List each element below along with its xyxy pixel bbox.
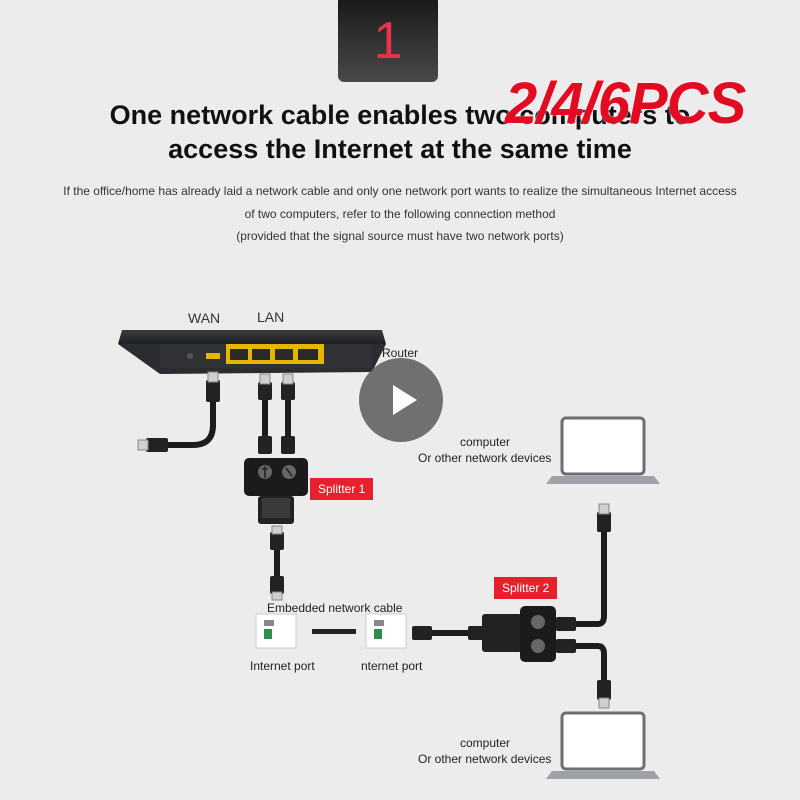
- headline-line-1: One network cable enables two computers …: [109, 100, 691, 130]
- laptop-icon: [546, 416, 660, 484]
- rj45-connector-icon: [258, 373, 295, 454]
- embedded-cable-line: [312, 629, 356, 634]
- rj45-connector-icon: [556, 503, 611, 709]
- lan-label: LAN: [257, 309, 285, 325]
- computer-bottom-line-2: Or other network devices: [418, 752, 552, 766]
- wan-cable: [165, 397, 216, 448]
- laptop-icon: [546, 711, 660, 779]
- computer-top-line-2: Or other network devices: [418, 451, 552, 465]
- description-line-2: of two computers, refer to the following…: [244, 207, 556, 221]
- wall-port-icon: [365, 613, 407, 649]
- internet-port-right-label: nternet port: [361, 659, 423, 673]
- description-line-3: (provided that the signal source must ha…: [236, 229, 564, 243]
- wan-label: WAN: [188, 310, 221, 326]
- computer-top-line-1: computer: [460, 435, 511, 449]
- step-number: 1: [373, 12, 403, 70]
- rj45-connector-icon: [270, 525, 284, 601]
- description-line-1: If the office/home has already laid a ne…: [63, 184, 737, 198]
- rj45-connector-icon: [137, 371, 220, 452]
- rj45-connector-icon: [412, 626, 484, 640]
- router-label: Router: [382, 346, 419, 360]
- lan-cables: [262, 398, 291, 440]
- splitter2-output-cables: [575, 530, 607, 690]
- play-video-button[interactable]: [359, 358, 443, 442]
- embedded-cable-label: Embedded network cable: [267, 601, 403, 615]
- splitter-icon: [244, 458, 308, 524]
- splitter-icon: [482, 606, 556, 662]
- splitter-2-tag: Splitter 2: [494, 577, 558, 599]
- wall-port-icon: [255, 613, 297, 649]
- step-number-badge: 1: [338, 0, 438, 82]
- computer-bottom-line-1: computer: [460, 736, 511, 750]
- headline: One network cable enables two computers …: [40, 98, 760, 166]
- internet-port-left-label: Internet port: [250, 659, 315, 673]
- router-icon: [118, 330, 386, 374]
- pack-quantity-label: 2/4/6PCS: [505, 71, 746, 136]
- headline-line-2: access the Internet at the same time: [168, 134, 632, 164]
- splitter-1-tag: Splitter 1: [310, 478, 374, 500]
